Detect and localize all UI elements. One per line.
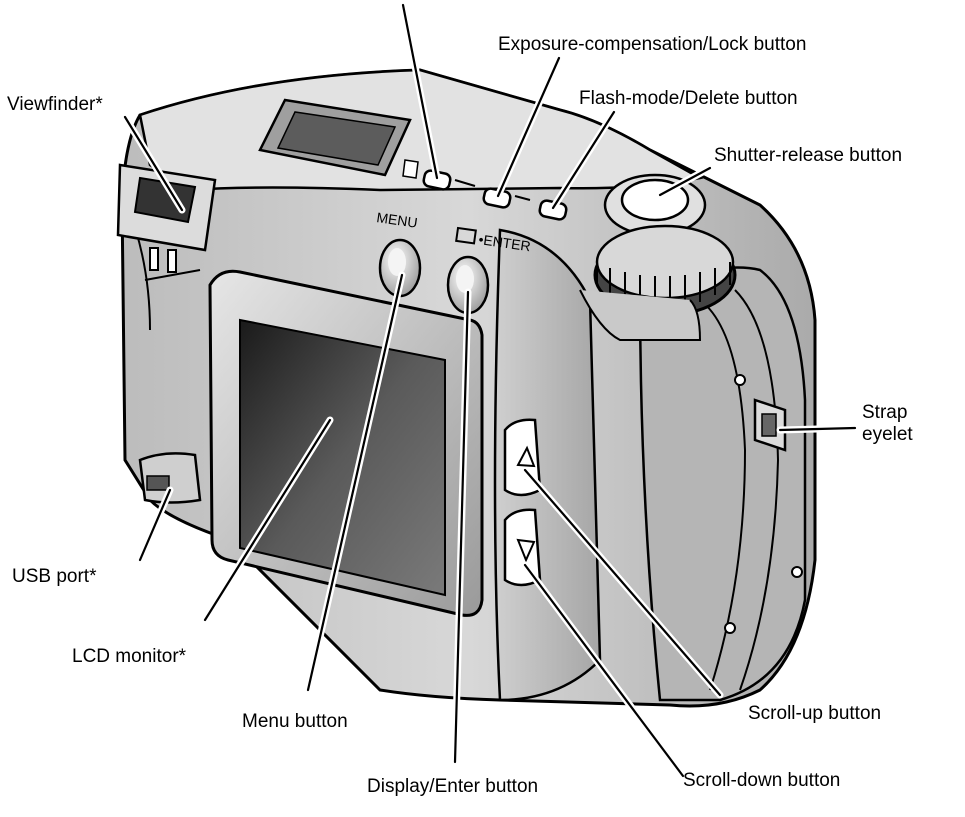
leader-lines [121, 1, 859, 780]
strap-eyelet [753, 398, 787, 452]
screw-mark [724, 622, 736, 634]
label-scroll-up-button: Scroll-up button [748, 703, 882, 724]
display-icon [455, 226, 477, 245]
label-viewfinder: Viewfinder* [7, 94, 103, 115]
lcd-monitor [208, 269, 484, 617]
menu-button-body [378, 238, 422, 298]
mode-dial [579, 224, 737, 341]
label-shutter-release-button: Shutter-release button [714, 145, 903, 166]
viewfinder [116, 163, 217, 273]
screw-mark [791, 566, 803, 578]
label-exposure-lock-button: Exposure-compensation/Lock button [498, 34, 807, 55]
label-display-enter-button: Display/Enter button [367, 776, 539, 797]
screw-mark [734, 374, 746, 386]
label-scroll-down-button: Scroll-down button [683, 770, 841, 791]
label-strap-eyelet: Strap eyelet [862, 402, 913, 445]
usb-port [138, 452, 202, 504]
label-menu-button: Menu button [242, 711, 348, 732]
label-usb-port: USB port* [12, 566, 97, 587]
menu-body-label: MENU [376, 209, 419, 231]
label-flash-delete-button: Flash-mode/Delete button [579, 88, 798, 109]
label-lcd-monitor: LCD monitor* [72, 646, 187, 667]
enter-body-label: •ENTER [478, 231, 532, 254]
display-enter-button-body [446, 255, 490, 315]
top-status-display [258, 98, 412, 177]
